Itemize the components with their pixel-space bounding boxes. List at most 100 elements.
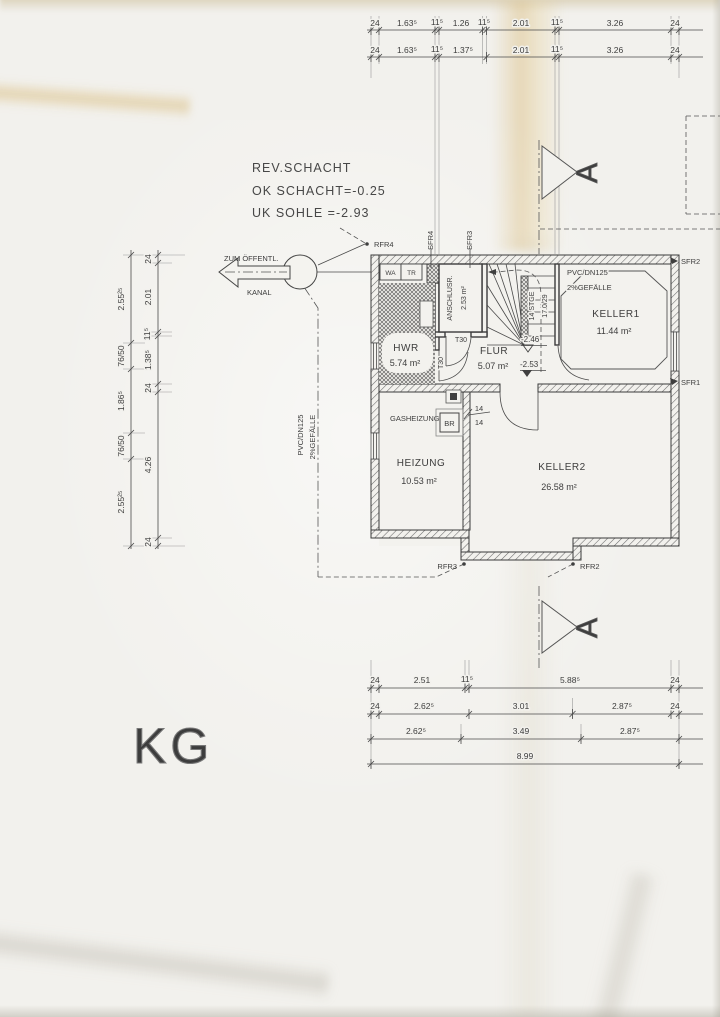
- burner-box: [439, 412, 460, 433]
- rev-schacht-uk: UK SOHLE =-2.93: [252, 206, 369, 220]
- dim-label: 11⁵: [478, 17, 490, 27]
- dryer-box: [400, 263, 423, 281]
- level-value-lower: -2.53: [520, 360, 539, 369]
- dim-label: 11⁵: [431, 44, 443, 54]
- left-dimension-chain: 24 2.01 11⁵ 1.38⁵ 24 4.26 24 2.55²⁵ 76/5…: [115, 250, 185, 550]
- dim-label: 24: [143, 383, 153, 393]
- dim-label: 11⁵: [461, 674, 473, 684]
- dim-label: 24: [670, 45, 680, 55]
- room-area: 5.74 m²: [390, 358, 421, 368]
- burner-label: BR: [444, 419, 455, 428]
- dim-label: 24: [370, 675, 380, 685]
- sfr2-label: SFR2: [681, 257, 700, 266]
- room-area: 5.07 m²: [478, 361, 509, 371]
- rev-schacht-note: REV.SCHACHT OK SCHACHT=-0.25 UK SOHLE =-…: [252, 161, 386, 244]
- dim-label: 5.88⁵: [560, 675, 580, 685]
- door-t30-label: T30: [455, 337, 467, 344]
- partition-keller1: [554, 263, 560, 346]
- level-marker-filled-icon: [522, 370, 532, 377]
- door-t30-hwr-label: T30: [438, 357, 445, 369]
- pvc-keller1-label: PVC/DN125: [567, 268, 608, 277]
- dim-label: 76/50: [116, 345, 126, 367]
- section-marker-bottom: A: [538, 586, 604, 668]
- floor-title: KG: [133, 718, 213, 774]
- dim-label: 3.26: [607, 18, 624, 28]
- level-marker-icon: [522, 344, 534, 353]
- kanal-label-1: ZUM ÖFFENTL.: [224, 254, 279, 263]
- gefaelle-riser-label: 2%GEFÄLLE: [308, 415, 317, 460]
- rfr2-point: [571, 562, 575, 566]
- partition-anschluss: [481, 263, 488, 337]
- dim-label: 1.63⁵: [397, 45, 417, 55]
- bottom-dimension-chain: 24 2.51 11⁵ 5.88⁵ 24 24 2.62⁵ 3.01 2.87⁵…: [367, 660, 703, 769]
- gasheizung-label: GASHEIZUNG: [390, 414, 440, 423]
- room-flur: FLUR 5.07 m² -2.46 -2.53: [476, 334, 547, 377]
- rfr2-label: RFR2: [580, 562, 600, 571]
- wall-pier: [426, 263, 440, 284]
- dim-label: 24: [143, 254, 153, 264]
- kanal-arrow-icon: [218, 257, 291, 289]
- dim-label: 1.26: [453, 18, 470, 28]
- dim-label: 24: [370, 701, 380, 711]
- dim-label: 2.62⁵: [414, 701, 434, 711]
- dim-label: 11⁵: [142, 328, 152, 340]
- dim-label: 24: [670, 675, 680, 685]
- sfr4-label: SFR4: [426, 231, 435, 250]
- level-value-upper: -2.46: [521, 335, 540, 344]
- dim-label: 2.87⁵: [620, 726, 640, 736]
- dim-label: 3.49: [513, 726, 530, 736]
- dim-label: 11⁵: [431, 17, 443, 27]
- room-name: HEIZUNG: [397, 458, 446, 469]
- hwr-fixture: [419, 300, 434, 328]
- section-marker-icon: [541, 145, 578, 201]
- door-keller1: [557, 345, 590, 381]
- room-anschluss: ANSCHLUSR. 2.53 m² T30: [438, 263, 483, 346]
- chimney-mark: 14 14: [463, 404, 491, 427]
- stair-direction-arrow-icon: [488, 269, 496, 275]
- stairs: 14 STGE 17.0/29: [486, 263, 555, 372]
- boundary-dashed-lines: [540, 115, 720, 230]
- reference-labels: RFR4 SFR4 SFR3 SFR2 SFR1 RFR3 RFR2: [365, 231, 700, 571]
- dim-label: 1.37⁵: [453, 45, 473, 55]
- door-anschluss: [445, 336, 472, 367]
- section-marker-icon: [541, 600, 578, 654]
- section-letter: A: [571, 618, 604, 638]
- doors: T30: [437, 336, 590, 431]
- sfr1-label: SFR1: [681, 378, 700, 387]
- section-marker-top: A: [538, 140, 604, 254]
- door-hwr: [438, 350, 469, 382]
- wall-symbol: [450, 393, 457, 400]
- section-letter: A: [571, 163, 604, 183]
- dim-label: 24: [370, 45, 380, 55]
- stair-spine-wall: [520, 275, 529, 339]
- dim-label: 11⁵: [551, 17, 563, 27]
- keller1-inner-outline: [560, 270, 668, 370]
- washer-label: WA: [385, 270, 396, 277]
- window-left-upper: [370, 342, 380, 370]
- dryer-label: TR: [407, 270, 416, 277]
- door-keller2: [499, 391, 539, 431]
- room-area: 2.53 m²: [461, 285, 468, 309]
- dim-label: 2.87⁵: [612, 701, 632, 711]
- rev-schacht-title: REV.SCHACHT: [252, 161, 351, 175]
- dim-label: 2.62⁵: [406, 726, 426, 736]
- partition-anschluss-sill2: [470, 331, 488, 338]
- dim-label: 24: [143, 537, 153, 547]
- sfr1-arrow-icon: [670, 378, 678, 385]
- dim-label: 24: [670, 18, 680, 28]
- room-name: KELLER2: [538, 462, 585, 473]
- room-name: KELLER1: [592, 309, 639, 320]
- stair-count-label: 14 STGE: [529, 291, 536, 320]
- dim-label: 2.01: [143, 288, 153, 305]
- dim-label: 2.55²⁵: [116, 288, 126, 311]
- window-right: [670, 331, 680, 372]
- dim-label: 1.63⁵: [397, 18, 417, 28]
- room-keller2: KELLER2 26.58 m² 14 14: [463, 404, 585, 492]
- gefaelle-keller1-label: 2%GEFÄLLE: [567, 283, 612, 292]
- rev-schacht-ok: OK SCHACHT=-0.25: [252, 184, 386, 198]
- room-area: 10.53 m²: [401, 476, 437, 486]
- room-area: 11.44 m²: [597, 326, 632, 336]
- dim-label: 8.99: [517, 751, 534, 761]
